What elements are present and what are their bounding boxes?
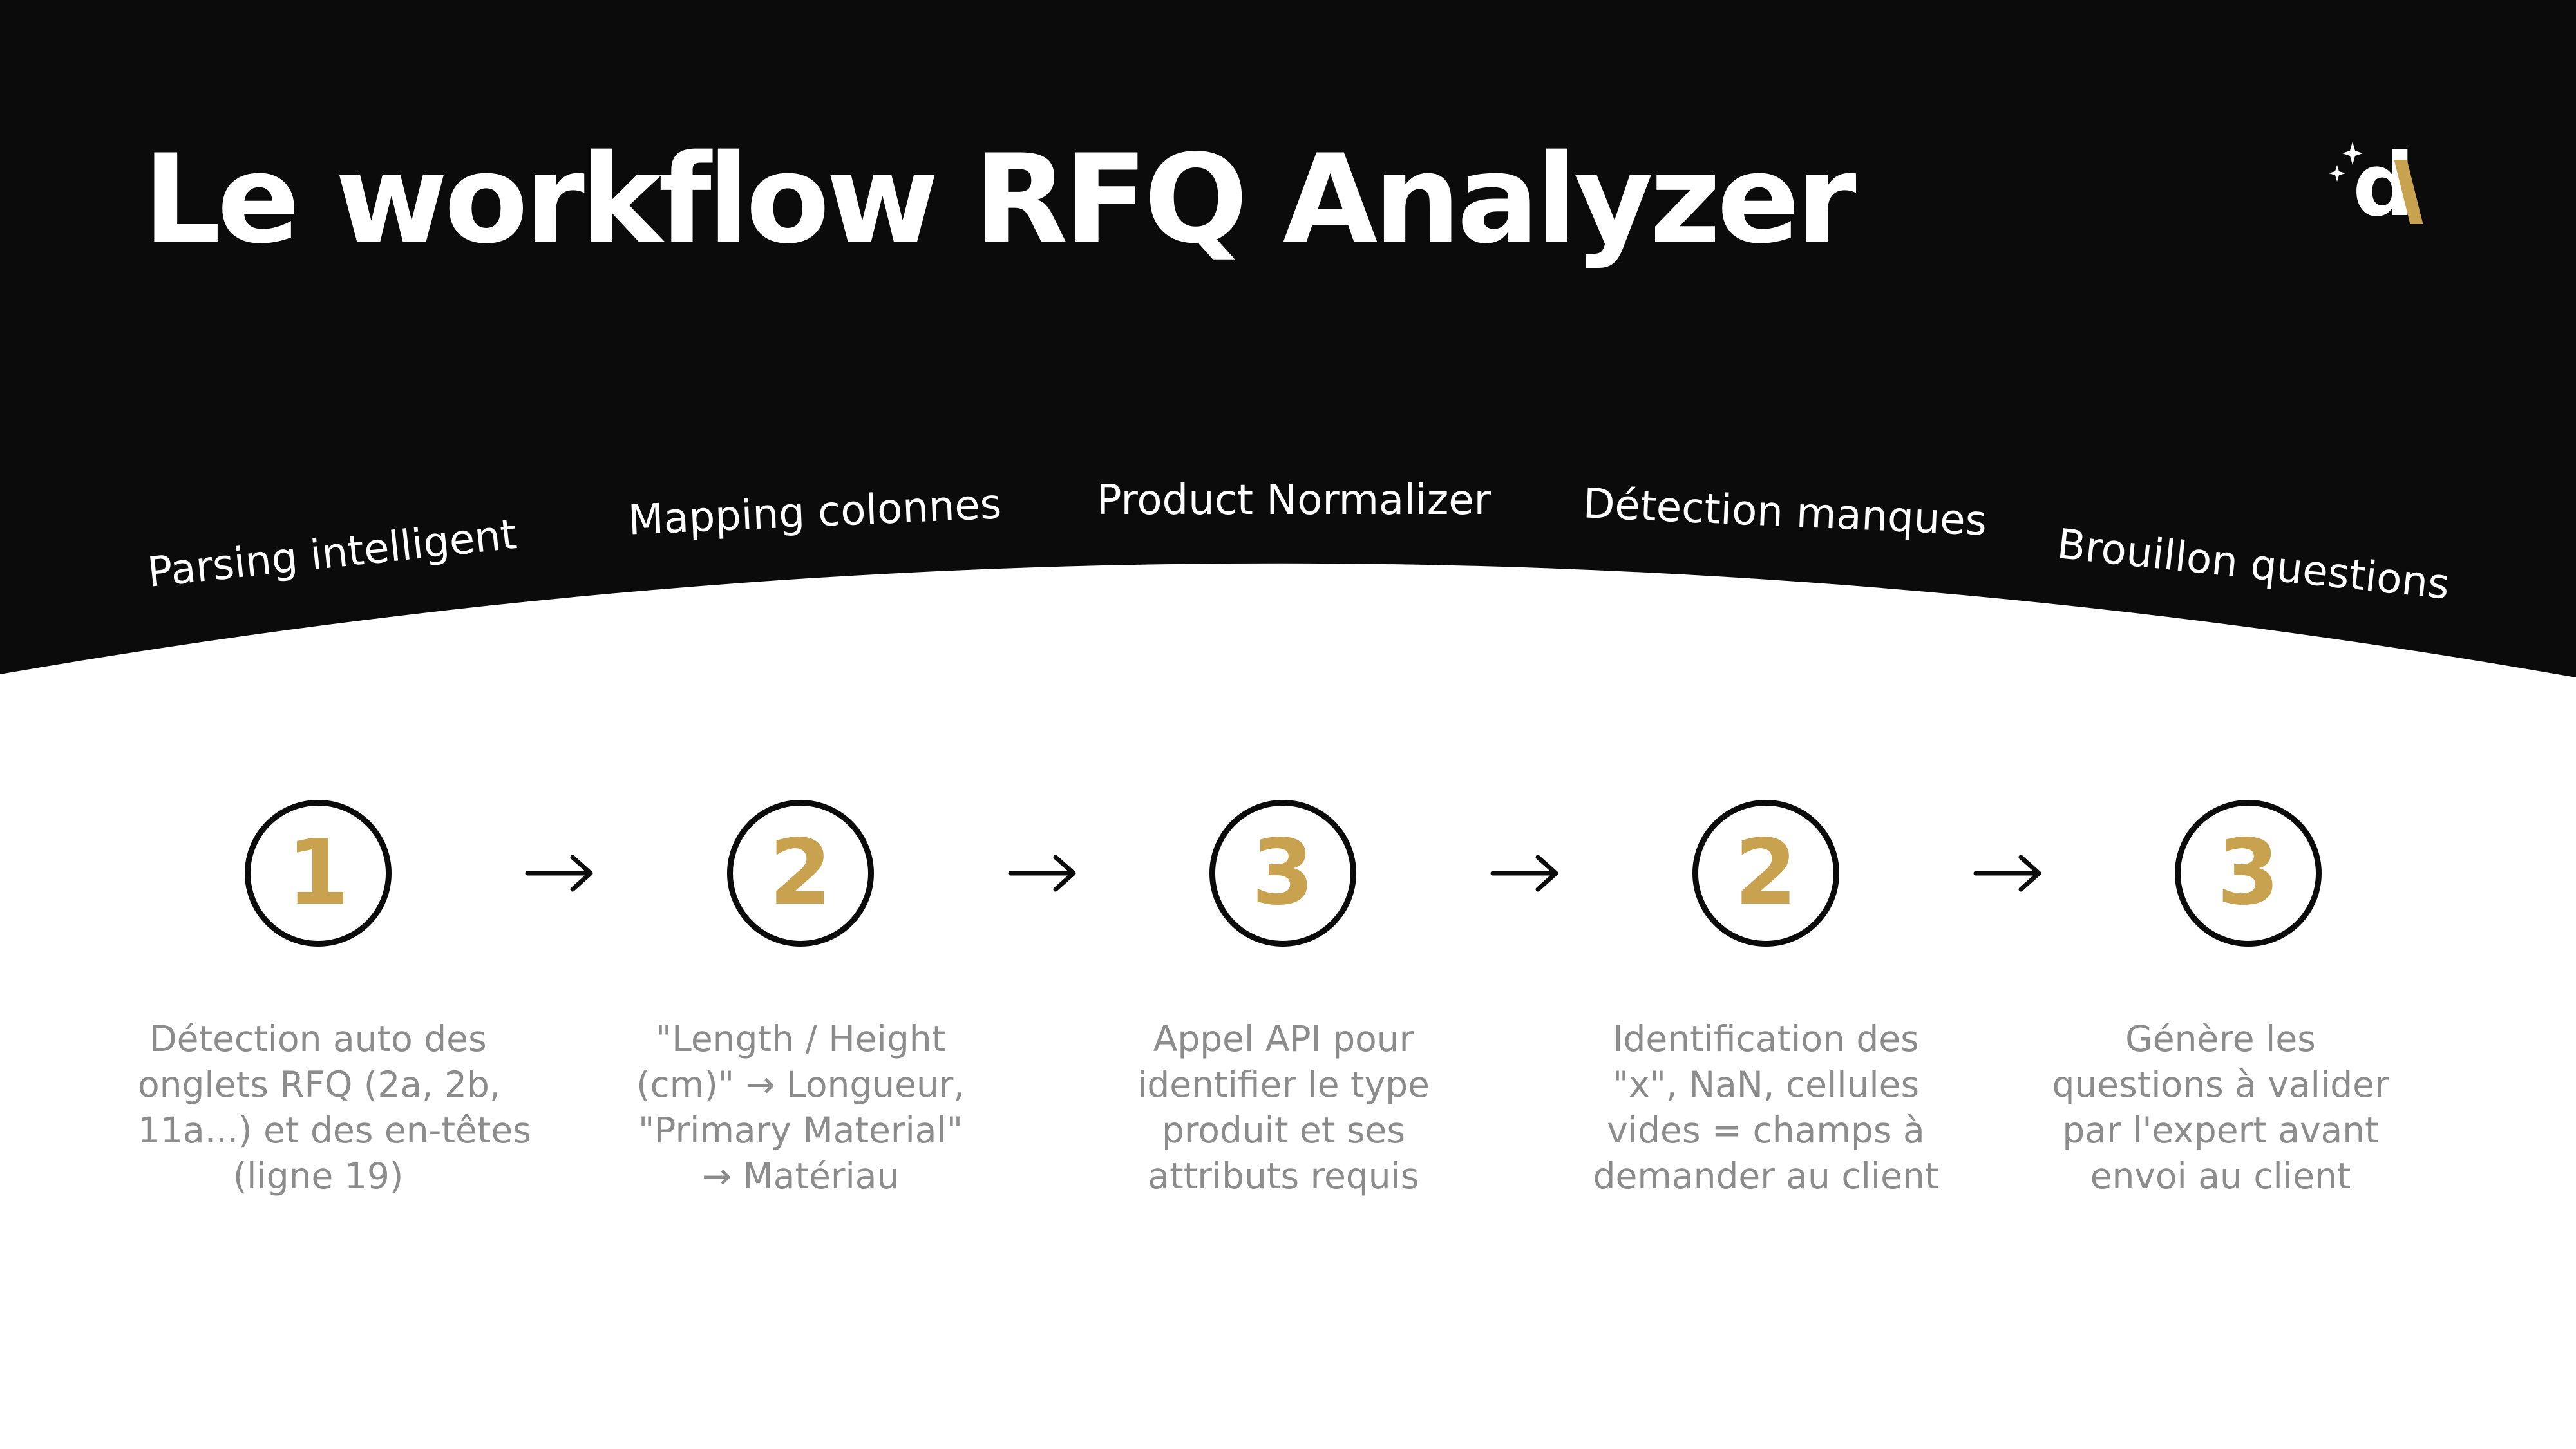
step-label-3: Product Normalizer (1097, 477, 1491, 524)
description-line: Appel API pour (1153, 1018, 1414, 1059)
step-number-2: 2 (727, 800, 874, 947)
description-line: demander au client (1593, 1155, 1939, 1197)
description-line: vides = champs à (1607, 1110, 1925, 1151)
step-number-3: 3 (1209, 800, 1356, 947)
arrow-right-icon (1973, 855, 2041, 892)
description-line: "x", NaN, cellules (1612, 1064, 1920, 1105)
step-description-3: Appel API pour identifier le type produi… (1103, 1016, 1464, 1199)
step-description-2: "Length / Height (cm)" → Longueur, "Prim… (620, 1016, 981, 1199)
arrow-right-icon (525, 855, 593, 892)
description-line: "Length / Height (655, 1018, 946, 1059)
description-line: (cm)" → Longueur, (636, 1064, 965, 1105)
step-description-1: Détection auto des onglets RFQ (2a, 2b, … (138, 1016, 531, 1199)
description-line: Génère les (2125, 1018, 2316, 1059)
brand-logo: d (2328, 142, 2434, 238)
description-line: par l'expert avant (2062, 1110, 2379, 1151)
description-line: identifier le type (1137, 1064, 1430, 1105)
description-line: onglets RFQ (2a, 2b, (138, 1064, 501, 1105)
description-line: produit et ses (1161, 1110, 1406, 1151)
page-title: Le workflow RFQ Analyzer (143, 128, 1857, 270)
description-line: → Matériau (701, 1155, 900, 1197)
step-number-5: 3 (2175, 800, 2322, 947)
description-line: 11a...) et des en-têtes (138, 1110, 531, 1151)
description-line: "Primary Material" (638, 1110, 963, 1151)
step-number-1: 1 (245, 800, 392, 947)
description-line: (ligne 19) (232, 1155, 404, 1197)
description-line: questions à valider (2052, 1064, 2389, 1105)
description-line: attributs requis (1148, 1155, 1419, 1197)
description-line: Identification des (1613, 1018, 1919, 1059)
arrow-right-icon (1008, 855, 1076, 892)
description-line: envoi au client (2090, 1155, 2351, 1197)
arrow-right-icon (1490, 855, 1558, 892)
step-description-5: Génère les questions à valider par l'exp… (2040, 1016, 2401, 1199)
description-line: Détection auto des (149, 1018, 487, 1059)
step-number-4: 2 (1692, 800, 1839, 947)
step-description-4: Identification des "x", NaN, cellules vi… (1586, 1016, 1946, 1199)
sparkle-icon (2329, 142, 2363, 182)
